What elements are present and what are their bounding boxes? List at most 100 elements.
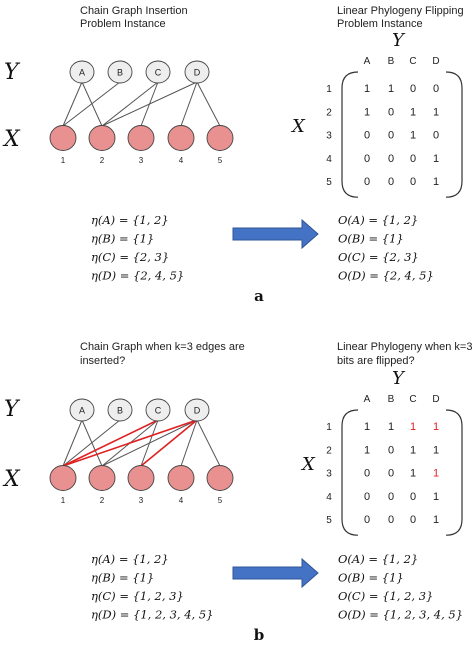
panel-b-flipped-cell: 1 [433,421,439,433]
panel-b-caption: b [254,626,265,644]
panel-b-bottom-node-label: 1 [61,496,66,505]
panel-b-cell: 1 [364,421,370,433]
panel-b-cell: 1 [410,444,416,456]
panel-b-cell: 1 [433,444,439,456]
panel-a-bottom-node-label: 1 [61,156,66,165]
panel-a-bottom-node-1 [49,125,77,151]
panel-a-right-title-line2: Problem Instance [337,18,423,30]
panel-a-left-title-line1: Chain Graph Insertion [80,5,188,17]
panel-b-top-node-A [69,398,95,422]
panel-a-cell: 1 [388,83,394,95]
panel-a-edge-C-2 [101,81,159,127]
panel-a-top-node-D [184,60,210,84]
panel-b-o-line: O(A) = {1, 2} [338,552,418,566]
panel-b-arrow [232,557,319,589]
panel-b-top-node-label: B [117,406,123,416]
panel-a-cell: 1 [410,130,416,142]
panel-b-nodes: A B C D 1 2 3 4 5 [49,398,234,505]
panel-b-row-label: 5 [326,515,332,526]
panel-b-top-node-label: D [194,406,201,416]
panel-a-bottom-node-label: 4 [179,156,184,165]
panel-b-row-label: 3 [326,469,332,480]
panel-a-bottom-node-label: 2 [100,156,105,165]
panel-a-o-line: O(D) = {2, 4, 5} [338,269,434,283]
panel-a-eta-line: η(C) = {2, 3} [91,250,169,264]
panel-b-bottom-node-5 [206,465,234,491]
panel-b-matrix-y-label: Y [392,368,406,389]
panel-a-cell: 1 [433,106,439,118]
panel-a-cell: 1 [433,176,439,188]
panel-b-left-title-line1: Chain Graph when k=3 edges are [80,341,245,353]
panel-b-flipped-cell: 1 [410,421,416,433]
panel-a-cell: 0 [433,83,439,95]
panel-a-bottom-node-2 [88,125,116,151]
panel-b-flipped-cell: 1 [433,468,439,480]
panel-a-col-header: C [409,56,416,67]
panel-b-row-label: 2 [326,445,332,456]
panel-a-top-node-B [107,60,133,84]
panel-b-o-line: O(B) = {1} [338,571,404,585]
panel-b-cell: 0 [388,491,394,503]
panel-b-bottom-node-2 [88,465,116,491]
panel-b-bottom-node-label: 2 [100,496,105,505]
panel-b-cell: 1 [388,421,394,433]
panel-b-eta-line: η(B) = {1} [91,571,154,585]
panel-b-inserted-edge-D-1 [62,419,198,467]
panel-b-bottom-node-label: 4 [179,496,184,505]
panel-b-top-node-label: A [79,406,85,416]
right-arrow-icon [232,557,319,589]
panel-a-bottom-node-4 [167,125,195,151]
panel-b-edge-A-1 [62,419,83,467]
panel-a-o-list: O(A) = {1, 2}O(B) = {1}O(C) = {2, 3}O(D)… [338,213,434,283]
panel-b-bottom-node-1 [49,465,77,491]
panel-b-top-node-C [145,398,171,422]
panel-a-x-label: X [2,127,21,152]
panel-a-col-header: A [364,56,371,67]
panel-a-edge-D-2 [101,81,198,127]
panel-a-cell: 0 [388,153,394,165]
panel-b-edge-D-5 [196,419,221,467]
panel-b-cell: 0 [410,491,416,503]
panel-a-edge-B-1 [62,81,121,127]
panel-b-top-node-B [107,398,133,422]
panel-b-cell: 1 [364,444,370,456]
panel-b-col-header: B [388,394,395,405]
panel-a-row-label: 1 [326,84,332,95]
panel-a-edge-A-1 [62,81,83,127]
panel-a-cell: 0 [388,176,394,188]
panel-a-cell: 0 [388,130,394,142]
panel-a-top-node-label: C [155,68,162,78]
panel-b-o-list: O(A) = {1, 2} O(B) = {1} O(C) = {1, 2, 3} O… [338,552,463,622]
panel-b-eta-list: η(A) = {1, 2}η(B) = {1}η(C) = {1, 2, 3}η… [91,552,214,622]
panel-a-cell: 0 [364,176,370,188]
panel-b-edges [62,419,221,467]
panel-b-bottom-node-label: 3 [139,496,144,505]
panel-b-top-node-label: C [155,406,162,416]
panel-b: Chain Graph when k=3 edges are inserted?… [2,341,472,644]
panel-b-cell: 1 [433,491,439,503]
panel-a-edge-D-5 [196,81,221,127]
panel-a: Chain Graph Insertion Problem Instance L… [2,5,464,305]
panel-b-left-title-line2: inserted? [80,355,125,367]
panel-b-col-header: D [432,394,439,405]
panel-a-cell: 0 [364,153,370,165]
panel-b-edge-B-1 [62,419,121,467]
panel-b-o-line: O(C) = {1, 2, 3} [338,589,433,603]
panel-a-eta-list: η(A) = {1, 2}η(B) = {1}η(C) = {2, 3}η(D)… [91,213,184,283]
panel-a-cell: 1 [433,153,439,165]
panel-b-bottom-node-4 [167,465,195,491]
panel-a-right-bracket [445,71,463,198]
panel-b-inserted-edge-D-3 [140,419,198,467]
panel-a-matrix-y-label: Y [392,30,406,51]
panel-b-cell: 0 [364,491,370,503]
panel-a-cell: 1 [410,106,416,118]
panel-b-bottom-node-label: 5 [218,496,223,505]
panel-a-col-header: B [388,56,395,67]
panel-b-o-line: O(D) = {1, 2, 3, 4, 5} [338,608,463,622]
panel-b-right-title-line1: Linear Phylogeny when k=3 [337,341,472,353]
panel-b-right-bracket [445,409,463,536]
panel-a-eta-line: η(B) = {1} [91,232,154,246]
panel-a-top-node-A [69,60,95,84]
panel-b-top-node-D [184,398,210,422]
